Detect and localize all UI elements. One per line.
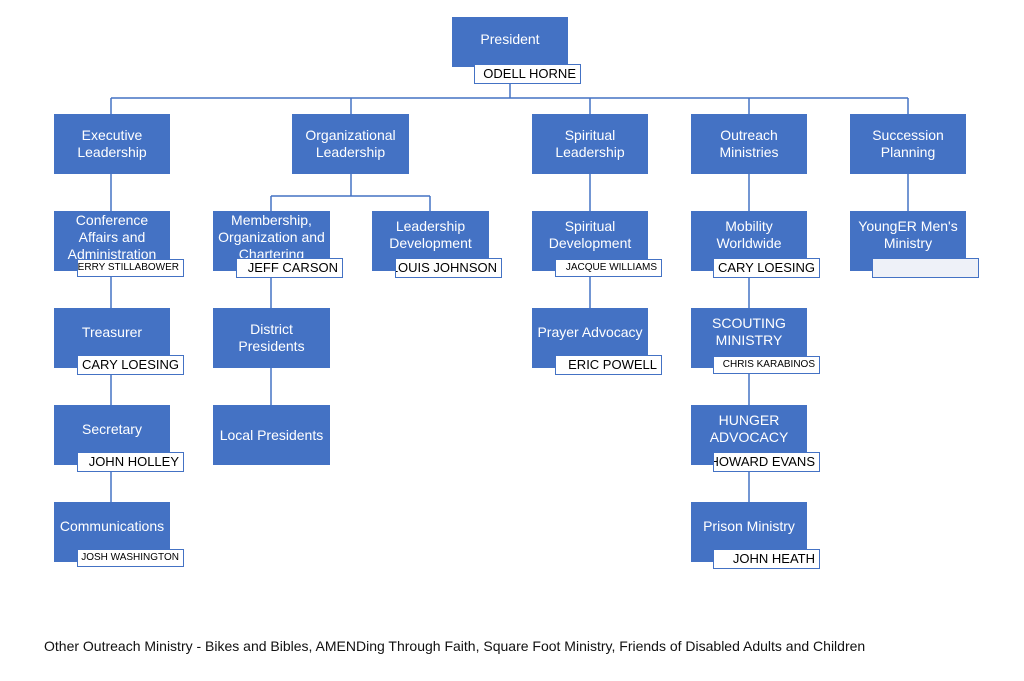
local-presidents-title: Local Presidents — [219, 426, 324, 443]
executive-leadership-title: Executive Leadership — [77, 127, 147, 160]
treasurer-title: Treasurer — [81, 323, 143, 340]
hunger-advocacy-name: HOWARD EVANS — [713, 452, 820, 472]
outreach-ministries-box: Outreach Ministries — [691, 114, 807, 174]
membership-title: Membership, Organization and Chartering — [218, 212, 325, 262]
membership-name: JEFF CARSON — [236, 258, 343, 278]
executive-leadership-box: Executive Leadership — [54, 114, 170, 174]
president-title: President — [480, 30, 540, 47]
mobility-worldwide-title: Mobility Worldwide — [716, 218, 782, 251]
scouting-ministry-title: SCOUTING MINISTRY — [712, 315, 786, 348]
spiritual-leadership-title: Spiritual Leadership — [555, 127, 625, 160]
secretary-title: Secretary — [82, 420, 142, 437]
younger-mens-ministry-name — [872, 258, 979, 278]
spiritual-development-name: JACQUE WILLIAMS — [555, 259, 662, 277]
succession-planning-title: Succession Planning — [872, 127, 944, 160]
leadership-development-title: Leadership Development — [389, 218, 472, 251]
district-presidents-title: District Presidents — [238, 321, 305, 354]
prison-ministry-name: JOHN HEATH — [713, 549, 820, 569]
spiritual-leadership-box: Spiritual Leadership — [532, 114, 648, 174]
footnote: Other Outreach Ministry - Bikes and Bibl… — [44, 638, 866, 654]
organizational-leadership-title: Organizational Leadership — [305, 127, 396, 160]
mobility-worldwide-name: CARY LOESING — [713, 258, 820, 278]
leadership-development-name: LOUIS JOHNSON — [395, 258, 502, 278]
prison-ministry-title: Prison Ministry — [703, 517, 795, 534]
communications-name: JOSH WASHINGTON — [77, 549, 184, 567]
treasurer-name: CARY LOESING — [77, 355, 184, 375]
communications-title: Communications — [59, 517, 165, 534]
prayer-advocacy-name: ERIC POWELL — [555, 355, 662, 375]
local-presidents-box: Local Presidents — [213, 405, 330, 465]
secretary-name: JOHN HOLLEY — [77, 452, 184, 472]
succession-planning-box: Succession Planning — [850, 114, 966, 174]
conference-affairs-name: JERRY STILLABOWER — [77, 259, 184, 277]
conference-affairs-title: Conference Affairs and Administration — [67, 212, 157, 262]
prayer-advocacy-title: Prayer Advocacy — [537, 323, 643, 340]
scouting-ministry-name: CHRIS KARABINOS — [713, 356, 820, 374]
younger-mens-ministry-title: YoungER Men's Ministry — [858, 218, 958, 251]
scouting-ministry-box: SCOUTING MINISTRY — [691, 308, 807, 368]
organizational-leadership-box: Organizational Leadership — [292, 114, 409, 174]
spiritual-development-title: Spiritual Development — [548, 218, 632, 251]
hunger-advocacy-title: HUNGER ADVOCACY — [709, 412, 789, 445]
president-name: ODELL HORNE — [474, 64, 581, 84]
president-box: President — [452, 17, 568, 67]
district-presidents-box: District Presidents — [213, 308, 330, 368]
outreach-ministries-title: Outreach Ministries — [719, 127, 779, 160]
